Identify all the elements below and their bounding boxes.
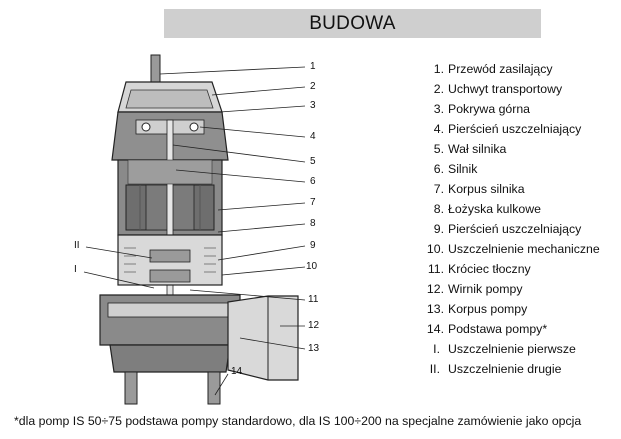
callout-9: 9 <box>310 240 316 251</box>
callout-10: 10 <box>306 261 318 272</box>
callout-5: 5 <box>310 156 316 167</box>
callout-1: 1 <box>310 61 316 72</box>
impeller <box>107 302 233 318</box>
pump-base-foot-left <box>124 371 138 405</box>
page-title: BUDOWA <box>309 12 396 34</box>
footnote: *dla pomp IS 50÷75 podstawa pompy standa… <box>14 414 582 428</box>
pump-body <box>99 294 241 346</box>
legend-item: 14.Podstawa pompy* <box>426 322 548 336</box>
callout-II: II <box>74 240 80 251</box>
callout-I: I <box>74 264 77 275</box>
legend-item: 4.Pierścień uszczelniający <box>433 122 582 136</box>
legend-item: 6.Silnik <box>433 162 478 176</box>
legend-item: 10.Uszczelnienie mechaniczne <box>426 242 600 256</box>
legend-item: 7.Korpus silnika <box>433 182 525 196</box>
callout-11: 11 <box>308 294 319 305</box>
mechanical-seal-II <box>149 249 191 263</box>
legend-item: II.Uszczelnienie drugie <box>429 362 562 376</box>
legend-item: 5.Wał silnika <box>433 142 507 156</box>
callout-3: 3 <box>310 100 316 111</box>
legend-item: 13.Korpus pompy <box>426 302 528 316</box>
legend-item: 11.Króciec tłoczny <box>427 262 531 276</box>
mechanical-seal-I <box>149 269 191 283</box>
title-bar: BUDOWA <box>164 9 541 38</box>
callout-2: 2 <box>310 81 316 92</box>
callout-7: 7 <box>310 197 316 208</box>
legend-item: 3.Pokrywa górna <box>433 102 531 116</box>
callout-12: 12 <box>308 320 320 331</box>
pump-base-foot-right <box>207 371 221 405</box>
callout-14: 14 <box>231 366 243 377</box>
legend-item: 9.Pierścień uszczelniający <box>433 222 582 236</box>
legend-item: 8.Łożyska kulkowe <box>433 202 541 216</box>
legend-item: 2.Uchwyt transportowy <box>433 82 563 96</box>
callout-8: 8 <box>310 218 316 229</box>
legend-item: 12.Wirnik pompy <box>426 282 523 296</box>
legend-item: 1.Przewód zasilający <box>433 62 553 76</box>
callout-4: 4 <box>310 131 316 142</box>
callout-6: 6 <box>310 176 316 187</box>
legend-item: I.Uszczelnienie pierwsze <box>433 342 576 356</box>
parts-legend: 1.Przewód zasilający 2.Uchwyt transporto… <box>414 59 600 379</box>
callout-13: 13 <box>308 343 320 354</box>
